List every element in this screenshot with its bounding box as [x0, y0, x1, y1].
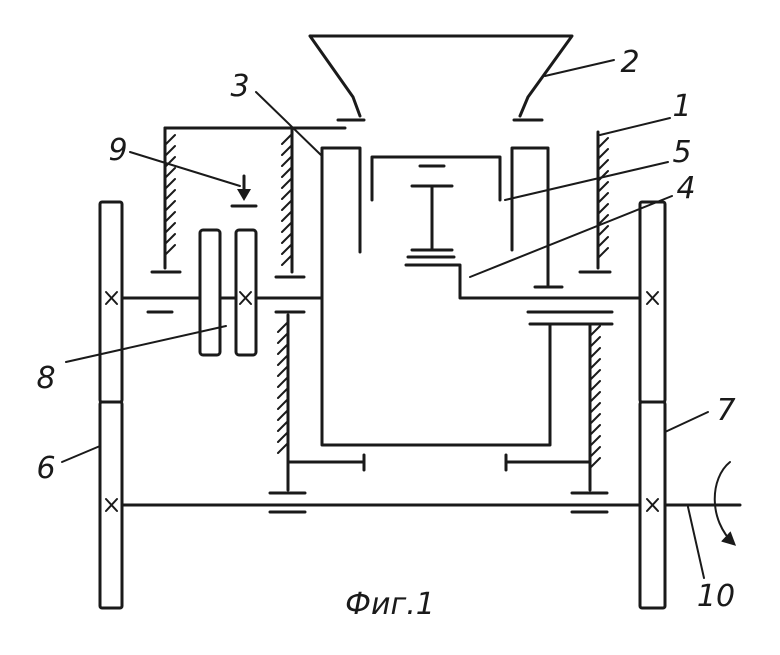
bottom-right-bearing	[570, 491, 609, 514]
label-10: 10	[697, 579, 735, 614]
inner-wall-bearing	[274, 275, 306, 314]
leader-line-2	[544, 59, 615, 77]
hatching-right-wall-lower	[589, 325, 601, 469]
housing-group	[146, 126, 614, 514]
rotor-group	[370, 155, 642, 300]
label-1: 1	[672, 89, 691, 124]
gear-6-upper	[98, 200, 124, 404]
leader-line-5	[504, 161, 669, 201]
hatching-right-wall-upper	[597, 137, 609, 259]
label-5: 5	[672, 135, 691, 170]
gear-7-lower-axis-mark	[646, 498, 659, 512]
rotation-arrow	[713, 461, 737, 546]
leader-line-7	[664, 411, 709, 433]
label-3: 3	[230, 69, 249, 104]
leader-line-9	[129, 151, 241, 187]
bottom-left-bearing	[268, 491, 307, 514]
leader-lines	[61, 59, 709, 579]
rotor-shaft	[406, 164, 456, 259]
right-shaft-bearing	[526, 310, 614, 326]
label-6: 6	[36, 451, 55, 486]
leader-line-8	[65, 325, 227, 363]
gear-8-right	[234, 228, 258, 357]
label-8: 8	[36, 361, 55, 396]
control-9-arrowhead	[237, 189, 251, 201]
housing-left-bearing	[146, 270, 182, 314]
hopper-group	[308, 34, 574, 122]
hatching-inner-wall-lower	[277, 321, 289, 454]
drum-right-upper-wall	[510, 146, 550, 287]
figure-caption: Фиг.1	[345, 587, 435, 622]
gear-8-left	[198, 228, 222, 357]
hopper	[308, 34, 574, 118]
stepped-shaft	[404, 263, 642, 300]
control-9-group	[230, 174, 258, 208]
gear-8-axis-mark	[239, 291, 252, 305]
label-2: 2	[620, 45, 639, 80]
label-7: 7	[716, 393, 735, 428]
leader-line-6	[61, 445, 101, 463]
label-4: 4	[676, 171, 695, 206]
gear-7-group	[638, 200, 667, 610]
housing-inner-wall-lower	[286, 313, 366, 492]
inner-rotor	[370, 155, 502, 202]
leader-line-10	[687, 506, 705, 579]
leader-line-4	[469, 195, 673, 278]
hatching-left-wall	[164, 134, 176, 256]
gear-7-upper	[638, 200, 667, 404]
gear-6-upper-axis-mark	[105, 291, 118, 305]
label-9: 9	[108, 133, 127, 168]
gear-6-group	[98, 200, 124, 610]
housing-right-wall-lower	[504, 322, 592, 492]
leader-line-3	[255, 91, 323, 157]
gear-7-upper-axis-mark	[646, 291, 659, 305]
gear-6-lower-axis-mark	[105, 498, 118, 512]
gear-8-group	[198, 228, 258, 357]
leader-line-1	[599, 117, 671, 136]
hatching-inner-wall-upper	[281, 133, 293, 266]
